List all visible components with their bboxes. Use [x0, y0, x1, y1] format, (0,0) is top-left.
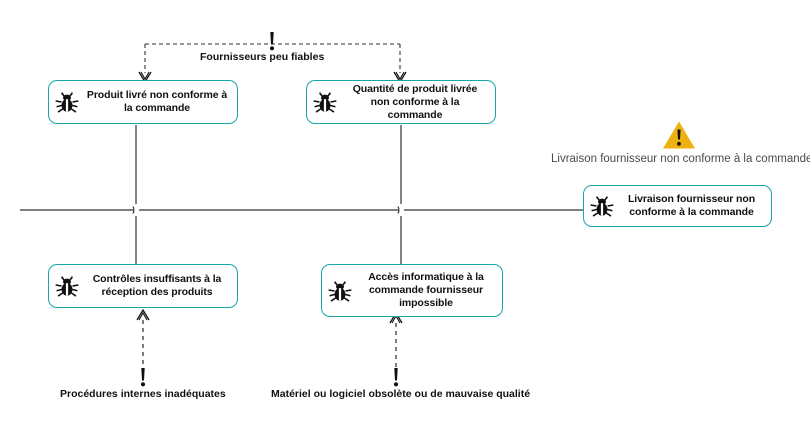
- bug-icon: [313, 92, 337, 113]
- node-livraison-non-conforme[interactable]: Livraison fournisseur non conforme à la …: [583, 185, 772, 227]
- node-produit-livre-non-conforme[interactable]: Produit livré non conforme à la commande: [48, 80, 238, 124]
- bug-icon: [55, 92, 79, 113]
- node-label: Livraison fournisseur non conforme à la …: [627, 193, 756, 218]
- exclamation-icon: [393, 368, 399, 387]
- arrowhead-up-left: [136, 308, 150, 321]
- effect-caption: Livraison fournisseur non conforme à la …: [551, 153, 810, 165]
- node-label: Produit livré non conforme à la commande: [86, 89, 228, 114]
- node-label: Contrôles insuffisants à la réception de…: [92, 273, 222, 298]
- bug-icon: [328, 280, 352, 302]
- bug-icon: [590, 196, 614, 217]
- node-acces-informatique[interactable]: Accès informatique à la commande fournis…: [321, 264, 503, 317]
- arrowhead-up-left-inner: [138, 311, 148, 321]
- node-controles-insuffisants[interactable]: Contrôles insuffisants à la réception de…: [48, 264, 238, 308]
- bug-icon: [55, 276, 79, 297]
- warning-triangle-icon: [663, 121, 695, 149]
- cause-label-fournisseurs-peu-fiables: Fournisseurs peu fiables: [200, 51, 325, 63]
- node-quantite-non-conforme[interactable]: Quantité de produit livrée non conforme …: [306, 80, 496, 124]
- cause-label-procedures-internes: Procédures internes inadéquates: [60, 388, 226, 400]
- arrowhead-down-right-inner: [395, 71, 405, 81]
- arrowhead-down-left-inner: [140, 71, 150, 81]
- node-label: Quantité de produit livrée non conforme …: [352, 82, 478, 121]
- spine-jump-right: [397, 206, 400, 214]
- exclamation-icon: [140, 368, 146, 387]
- cause-label-materiel-logiciel: Matériel ou logiciel obsolète ou de mauv…: [271, 388, 531, 400]
- arrowhead-up-right-inner: [391, 314, 401, 324]
- node-label: Accès informatique à la commande fournis…: [368, 271, 484, 309]
- spine-jump-left: [132, 206, 135, 214]
- exclamation-icon: [269, 32, 275, 51]
